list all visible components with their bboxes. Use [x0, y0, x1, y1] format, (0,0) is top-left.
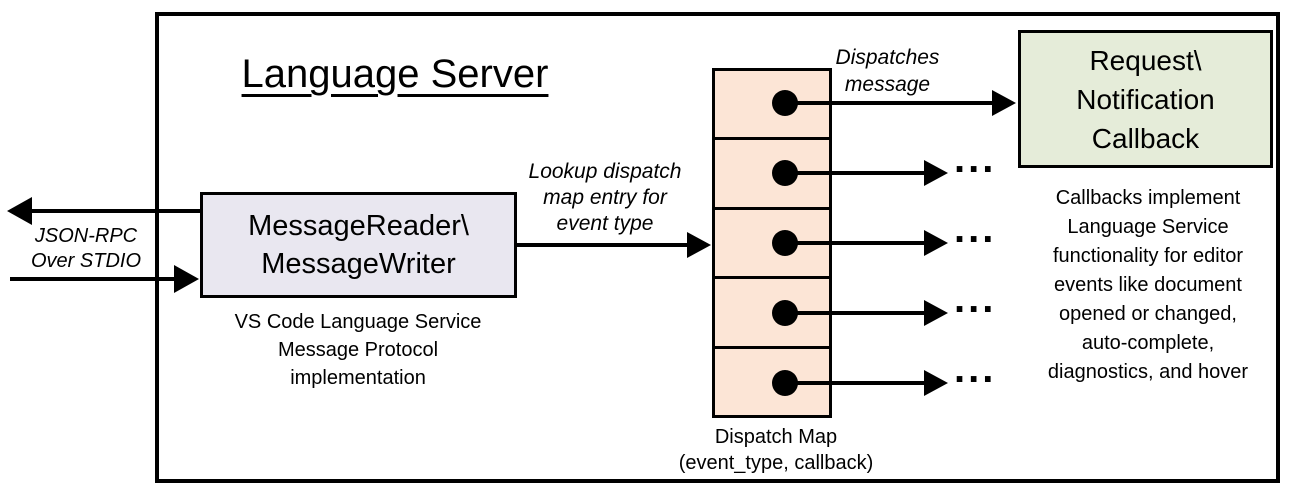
note-line-3: functionality for editor — [1052, 245, 1244, 267]
ellipsis-row-2: ... — [954, 137, 997, 181]
diagram-title: Language Server — [241, 52, 549, 96]
lookup-line-2: map entry for — [543, 186, 667, 209]
dispatch-map-cell — [715, 140, 829, 210]
caption-line-2: Message Protocol implementation — [277, 339, 439, 389]
dispatches-line-1: Dispatches — [835, 46, 940, 69]
callbacks-note: Callbacks implement Language Service fun… — [1016, 184, 1280, 387]
request-notification-callback-box: Request\ Notification Callback — [1018, 30, 1273, 168]
note-line-6: auto-complete, — [1081, 332, 1215, 354]
lookup-dispatch-label: Lookup dispatch map entry for event type — [515, 159, 695, 237]
caption-line-1: VS Code Language Service — [234, 311, 482, 333]
message-writer-line: MessageWriter — [261, 248, 456, 280]
lookup-line-1: Lookup dispatch — [528, 160, 682, 183]
note-line-7: diagnostics, and hover — [1047, 361, 1249, 383]
dmap-caption-line-1: Dispatch Map — [714, 426, 838, 448]
ellipsis-row-3: ... — [954, 207, 997, 251]
callback-box-line-2: Notification — [1076, 83, 1215, 115]
note-line-1: Callbacks implement — [1055, 187, 1241, 209]
dmap-caption-line-2: (event_type, callback) — [678, 452, 874, 474]
stdio-line-2: Over STDIO — [30, 250, 141, 272]
note-line-2: Language Service — [1067, 216, 1229, 238]
dispatch-map-caption: Dispatch Map (event_type, callback) — [646, 424, 906, 476]
dispatch-map — [712, 68, 832, 418]
note-line-4: events like document — [1054, 274, 1242, 296]
dispatch-map-cell — [715, 349, 829, 415]
dispatch-map-cell — [715, 71, 829, 141]
stdio-line-1: JSON-RPC — [34, 225, 138, 247]
language-server-boundary-box — [155, 12, 1280, 483]
json-rpc-stdio-label: JSON-RPC Over STDIO — [16, 224, 156, 274]
lookup-line-3: event type — [556, 212, 654, 235]
dispatches-line-2: message — [844, 73, 931, 96]
callback-box-line-3: Callback — [1091, 122, 1200, 154]
dispatch-map-cell — [715, 279, 829, 349]
ellipsis-row-4: ... — [954, 277, 997, 321]
note-line-5: opened or changed, — [1059, 303, 1237, 325]
message-reader-line: MessageReader\ — [248, 210, 469, 242]
dispatches-message-label: Dispatches message — [805, 44, 970, 98]
ellipsis-row-5: ... — [954, 347, 997, 391]
message-reader-writer-box: MessageReader\ MessageWriter — [200, 192, 517, 298]
message-reader-caption: VS Code Language Service Message Protoco… — [208, 308, 508, 392]
callback-box-line-1: Request\ — [1089, 44, 1202, 76]
dispatch-map-cell — [715, 210, 829, 280]
